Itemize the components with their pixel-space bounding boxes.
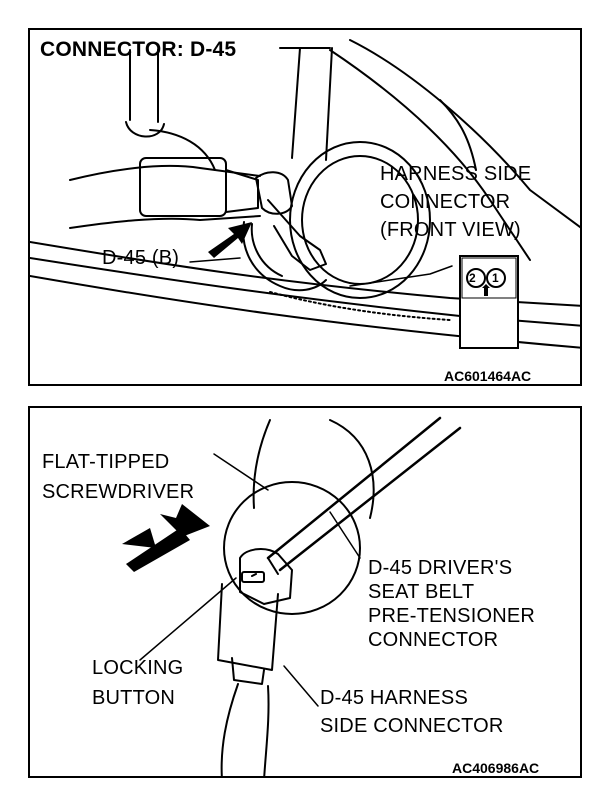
pretensioner-label-line2: SEAT BELT bbox=[368, 581, 475, 603]
pin-2-label: 2 bbox=[469, 271, 476, 285]
harness-side-label-line3: (FRONT VIEW) bbox=[380, 219, 521, 241]
pretensioner-label-line4: CONNECTOR bbox=[368, 629, 499, 651]
pointer-arrow-icon bbox=[208, 222, 252, 258]
harness-side-connector-label-line2: SIDE CONNECTOR bbox=[320, 715, 504, 737]
figure-code-top: AC601464AC bbox=[444, 368, 532, 384]
disconnect-procedure-illustration bbox=[122, 416, 462, 776]
top-figure-panel: CONNECTOR: D-45 HARNESS SIDE CONNECTOR (… bbox=[28, 28, 582, 386]
tool-label-line1: FLAT-TIPPED bbox=[42, 451, 170, 473]
connector-title: CONNECTOR: D-45 bbox=[40, 38, 237, 61]
locking-button-label-line1: LOCKING bbox=[92, 657, 184, 679]
harness-side-label-line2: CONNECTOR bbox=[380, 191, 511, 213]
pretensioner-label-line3: PRE-TENSIONER bbox=[368, 605, 536, 627]
harness-side-label-line1: HARNESS SIDE bbox=[380, 163, 532, 185]
pretensioner-label-line1: D-45 DRIVER'S bbox=[368, 557, 513, 579]
pull-direction-arrow-icon bbox=[160, 504, 210, 540]
connector-d45b-label: D-45 (B) bbox=[102, 247, 180, 269]
harness-side-connector-label-line1: D-45 HARNESS bbox=[320, 687, 468, 709]
pin-1-label: 1 bbox=[492, 271, 499, 285]
figure-code-bottom: AC406986AC bbox=[452, 760, 540, 776]
locking-button-label-line2: BUTTON bbox=[92, 687, 176, 709]
tool-label-line2: SCREWDRIVER bbox=[42, 481, 195, 503]
bottom-figure-panel: FLAT-TIPPED SCREWDRIVER D-45 DRIVER'S SE… bbox=[28, 406, 582, 778]
connector-front-view bbox=[459, 255, 519, 349]
connector-location-illustration bbox=[30, 39, 580, 349]
